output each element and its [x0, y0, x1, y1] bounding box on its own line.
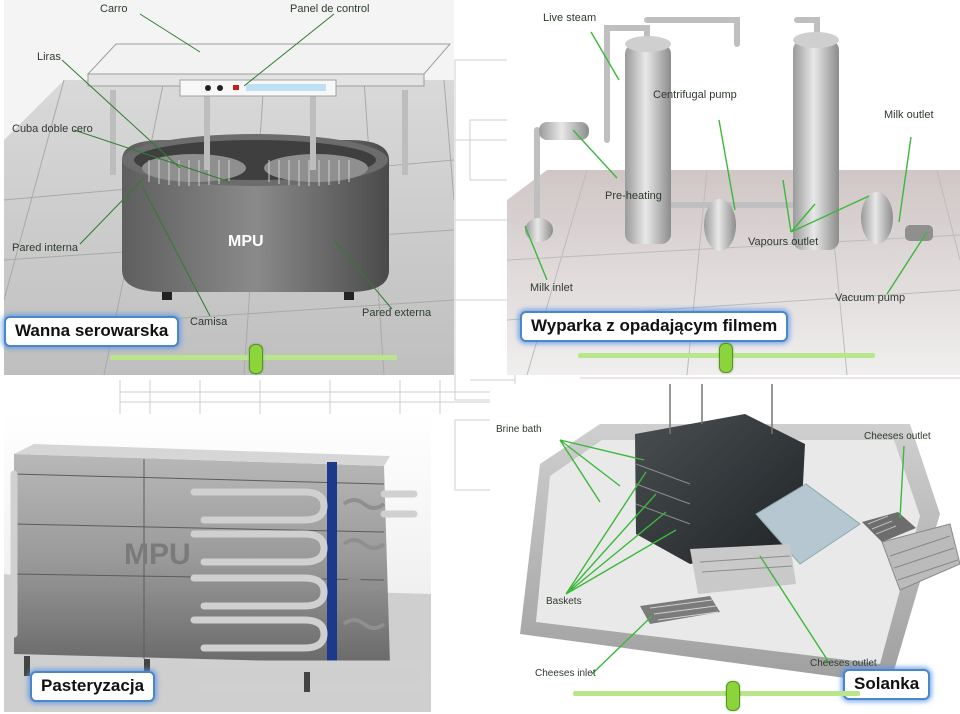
label-live-steam: Live steam	[543, 12, 597, 24]
panel-brine: Brine bath Cheeses outlet Baskets Cheese…	[490, 384, 960, 714]
title-evaporator[interactable]: Wyparka z opadającym filmem	[520, 311, 789, 342]
label-vacuum-pump: Vacuum pump	[835, 292, 906, 304]
title-brine[interactable]: Solanka	[843, 669, 931, 700]
mpu-logo: MPU	[228, 233, 264, 250]
label-liras: Liras	[37, 51, 61, 63]
slider-thumb-whey-tank[interactable]	[249, 344, 263, 374]
label-camisa: Camisa	[190, 316, 228, 328]
slider-track-brine[interactable]	[573, 691, 860, 696]
panel-whey-tank: MPU Carro Panel de control Liras Cuba do…	[4, 0, 454, 375]
label-milk-inlet: Milk inlet	[530, 282, 573, 294]
title-whey-tank[interactable]: Wanna serowarska	[4, 316, 180, 347]
label-vapours-outlet: Vapours outlet	[748, 236, 819, 248]
label-cheeses-outlet-top: Cheeses outlet	[864, 431, 931, 442]
mpu-logo-pasteurizer: MPU	[124, 538, 191, 571]
slider-thumb-brine[interactable]	[726, 681, 740, 711]
label-carro: Carro	[100, 3, 128, 15]
label-cuba-doble-cero: Cuba doble cero	[12, 123, 93, 135]
brine-illustration	[490, 384, 960, 714]
title-pasteurizer[interactable]: Pasteryzacja	[30, 671, 156, 702]
whey-tank-illustration: MPU	[4, 0, 454, 375]
label-brine-bath: Brine bath	[496, 424, 542, 435]
label-baskets: Baskets	[546, 596, 582, 607]
label-pared-interna: Pared interna	[12, 242, 79, 254]
label-panel-de-control: Panel de control	[290, 3, 370, 15]
slider-thumb-evaporator[interactable]	[719, 343, 733, 373]
label-cheeses-outlet-bottom: Cheeses outlet	[810, 658, 877, 669]
pasteurizer-illustration: MPU	[4, 414, 431, 712]
label-pre-heating: Pre-heating	[605, 190, 662, 202]
panel-pasteurizer: MPU	[4, 414, 431, 712]
label-milk-outlet: Milk outlet	[884, 109, 934, 121]
label-pared-externa: Pared externa	[362, 307, 432, 319]
label-centrifugal-pump: Centrifugal pump	[653, 89, 737, 101]
label-cheeses-inlet: Cheeses inlet	[535, 668, 596, 679]
